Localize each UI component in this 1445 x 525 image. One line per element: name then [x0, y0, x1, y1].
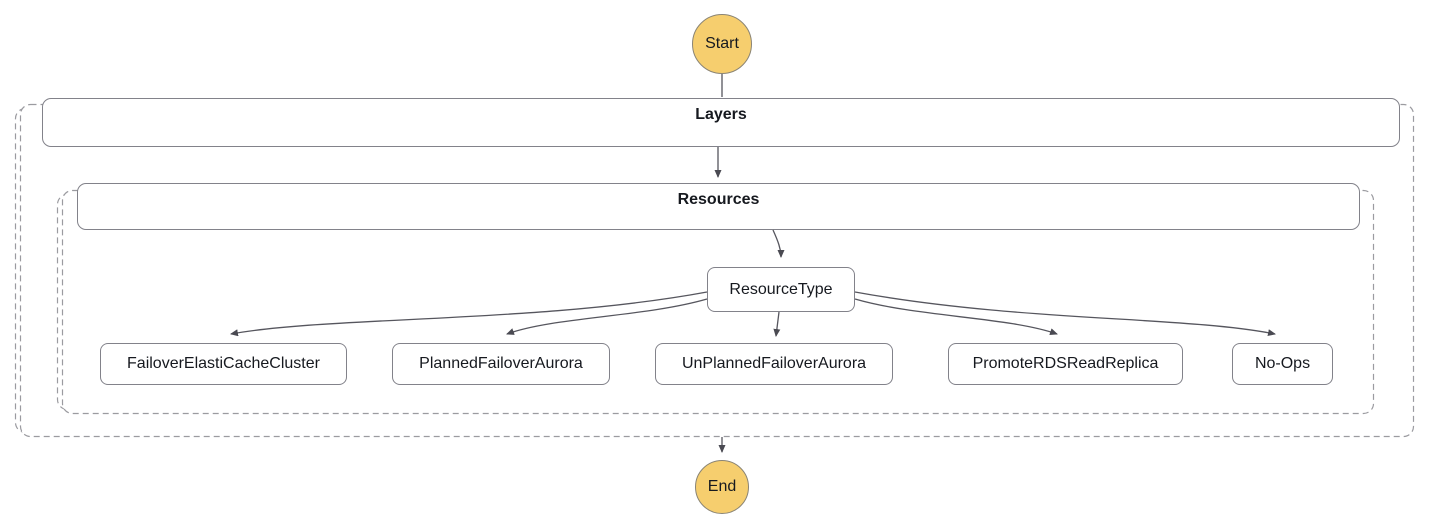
end-node: End	[695, 460, 749, 514]
layers-state-header[interactable]: Layers	[42, 98, 1400, 147]
node-label: No-Ops	[1254, 355, 1311, 372]
node-label: PlannedFailoverAurora	[419, 355, 583, 372]
resources-state-header[interactable]: Resources	[77, 183, 1360, 230]
resources-state-label: Resources	[677, 191, 760, 208]
node-label: FailoverElastiCacheCluster	[127, 355, 320, 372]
node-resource-type-label: ResourceType	[729, 280, 833, 298]
node-failover-elasticache-cluster[interactable]: FailoverElastiCacheCluster	[100, 343, 347, 385]
start-node: Start	[692, 14, 752, 74]
node-promote-rds-read-replica[interactable]: PromoteRDSReadReplica	[948, 343, 1183, 385]
end-label: End	[707, 478, 737, 495]
node-resource-type[interactable]: ResourceType	[707, 267, 855, 312]
layers-state-label: Layers	[695, 106, 747, 123]
node-unplanned-failover-aurora[interactable]: UnPlannedFailoverAurora	[655, 343, 893, 385]
node-label: PromoteRDSReadReplica	[972, 355, 1159, 372]
start-label: Start	[705, 35, 739, 52]
node-planned-failover-aurora[interactable]: PlannedFailoverAurora	[392, 343, 610, 385]
node-no-ops[interactable]: No-Ops	[1232, 343, 1333, 385]
node-label: UnPlannedFailoverAurora	[681, 355, 867, 372]
